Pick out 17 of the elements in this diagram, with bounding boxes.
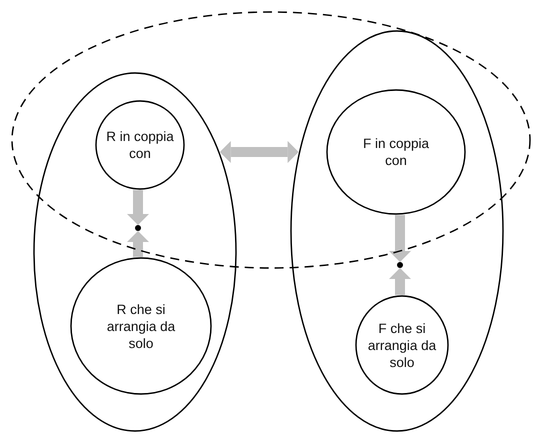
node-label: F che si arrangia da solo — [366, 320, 438, 370]
node-label: F in coppia con — [362, 135, 430, 169]
circle-node — [70, 257, 212, 395]
node-label: R in coppia con — [105, 128, 175, 162]
ellipse-outline — [290, 30, 504, 432]
circle-node — [355, 295, 449, 395]
junction-dot — [397, 262, 403, 268]
arrow — [389, 268, 411, 296]
arrow — [127, 231, 149, 258]
node-label: R che si arrangia da solo — [106, 300, 176, 352]
ellipse-outline — [33, 72, 237, 432]
circle-node — [326, 89, 466, 215]
arrow — [389, 214, 411, 262]
junction-dot — [135, 225, 141, 231]
arrow — [127, 190, 149, 225]
circle-node — [95, 100, 185, 190]
arrow — [220, 141, 299, 163]
